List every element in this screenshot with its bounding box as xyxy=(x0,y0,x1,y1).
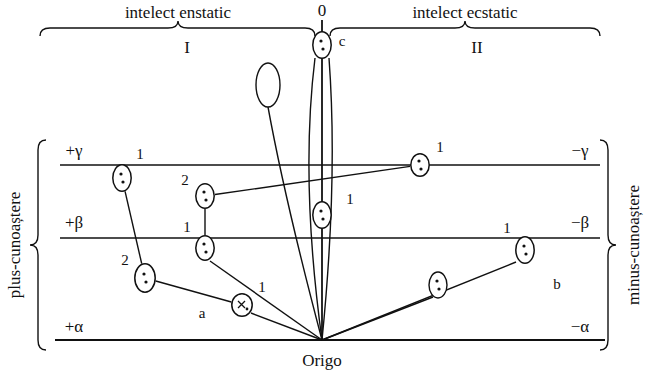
diagram-label: I xyxy=(184,39,190,56)
oval-outline xyxy=(195,183,215,209)
callout-number: 1 xyxy=(183,220,191,235)
knowledge-oval: 1 xyxy=(195,235,215,261)
ray-curve xyxy=(322,58,332,340)
knowledge-oval: 2 xyxy=(134,263,156,293)
oval-outline xyxy=(312,201,332,229)
knowledge-oval: 1 xyxy=(410,153,430,177)
callout-number: b xyxy=(553,277,561,292)
ray-curve xyxy=(309,58,322,340)
dot xyxy=(319,39,322,42)
connector-line xyxy=(205,209,206,235)
oval-outline xyxy=(515,236,535,264)
brace xyxy=(40,21,315,36)
knowledge-oval: 2 xyxy=(195,183,215,209)
dot xyxy=(321,47,324,50)
dot xyxy=(119,172,122,175)
ray-line xyxy=(322,262,516,340)
dot xyxy=(202,190,205,193)
diagram-label: intelect enstatic xyxy=(125,4,231,21)
callout-number: a xyxy=(199,306,206,321)
callout-number: 1 xyxy=(436,140,444,155)
dot xyxy=(435,279,438,282)
diagram-label: −γ xyxy=(571,142,588,159)
diagram-label: +β xyxy=(65,214,83,231)
dot xyxy=(522,244,525,247)
diagram-label: −α xyxy=(571,318,590,335)
brace xyxy=(600,140,616,350)
ray-line xyxy=(251,313,322,340)
oval-outline xyxy=(134,263,156,293)
oval-shape xyxy=(232,294,252,316)
oval-outline xyxy=(195,235,215,261)
oval-outline xyxy=(312,31,332,59)
dot xyxy=(246,308,249,311)
connector-line xyxy=(156,281,232,302)
dot xyxy=(202,242,205,245)
diagram-label: 0 xyxy=(318,2,327,19)
dot xyxy=(419,167,422,170)
knowledge-oval: a1 xyxy=(231,293,253,317)
small-oval xyxy=(429,272,447,298)
level-line xyxy=(60,164,600,165)
oval-shape xyxy=(196,236,214,260)
oval-shape xyxy=(313,202,331,228)
connector-stroke xyxy=(215,166,410,194)
callout-number: 1 xyxy=(258,280,266,295)
dot xyxy=(321,217,324,220)
dot xyxy=(417,159,420,162)
diagram-label: +α xyxy=(65,318,84,335)
callout-number: 1 xyxy=(346,192,354,207)
oval-outline xyxy=(231,293,253,317)
oval-shape xyxy=(411,154,429,176)
cross-mark xyxy=(238,301,245,308)
callout-number: 2 xyxy=(121,253,129,268)
callout-number: 2 xyxy=(181,173,189,188)
oval-outline xyxy=(410,153,430,177)
brace xyxy=(30,140,46,350)
knowledge-oval: c xyxy=(312,31,332,59)
diagram-label: +γ xyxy=(65,142,82,159)
knowledge-oval: 1 xyxy=(312,201,332,229)
empty-oval xyxy=(256,63,280,107)
ray-curve xyxy=(268,107,322,340)
oval-shape xyxy=(196,184,214,208)
oval-shape xyxy=(516,237,534,263)
dot xyxy=(204,198,207,201)
oval-outline xyxy=(112,164,132,192)
diagram-label: II xyxy=(471,39,482,56)
oval-shape xyxy=(135,264,155,292)
dot xyxy=(524,252,527,255)
diagram-label: Origo xyxy=(302,352,342,369)
callout-number: c xyxy=(339,34,346,49)
dot xyxy=(144,280,147,283)
oval-shape xyxy=(313,32,331,58)
callout-number: 1 xyxy=(136,147,144,162)
connector-stroke xyxy=(156,281,232,302)
connector-stroke xyxy=(204,209,205,235)
knowledge-oval: 1 xyxy=(112,164,132,192)
base-line xyxy=(55,339,605,341)
diagram-label: plus-cunoaștere xyxy=(6,192,23,299)
diagram-label: intelect ecstatic xyxy=(412,4,517,21)
dot xyxy=(437,287,440,290)
oval-shape xyxy=(113,165,131,191)
axis-line xyxy=(321,20,323,340)
dot xyxy=(319,209,322,212)
knowledge-oval: 1b xyxy=(515,236,535,264)
diagram-label: minus-cunoaștere xyxy=(625,185,642,305)
dot xyxy=(121,180,124,183)
dot xyxy=(204,250,207,253)
callout-number: 1 xyxy=(503,221,511,236)
brace xyxy=(330,21,600,36)
diagram-label: −β xyxy=(571,214,589,231)
connector-line xyxy=(215,166,410,194)
dot xyxy=(142,272,145,275)
